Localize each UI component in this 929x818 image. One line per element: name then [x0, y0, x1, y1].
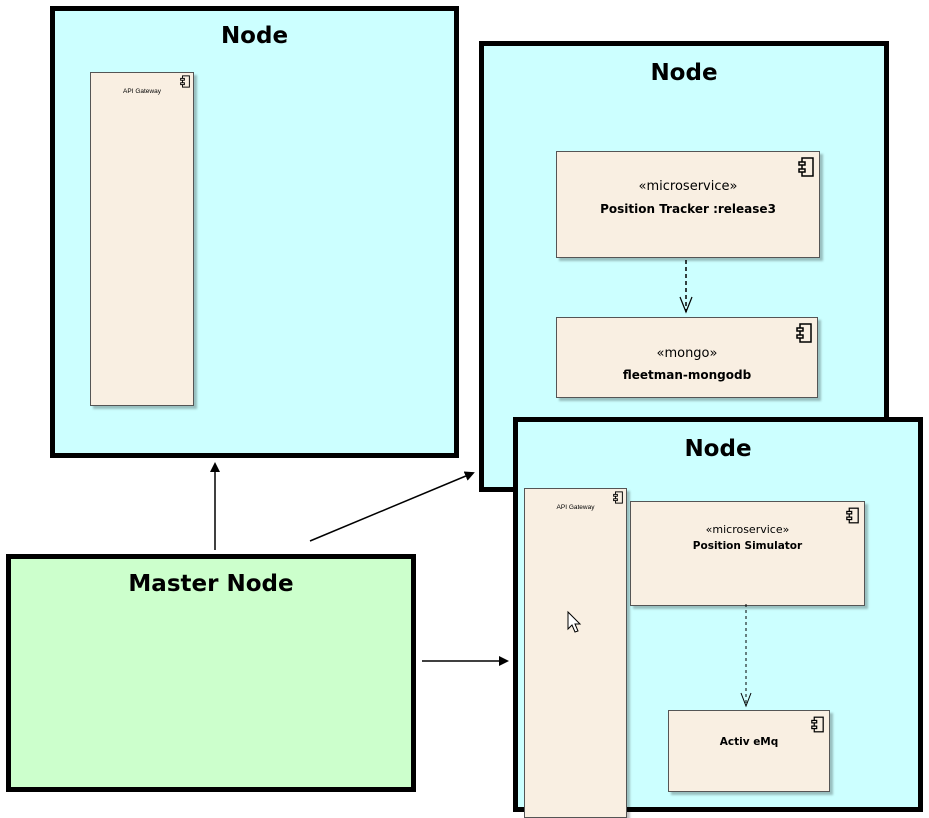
node-bottom-right[interactable]: Node API Gateway «microservice» Position…: [513, 417, 923, 818]
component-stereotype: «mongo»: [656, 346, 718, 361]
component-icon: [798, 157, 814, 177]
position-simulator-component[interactable]: «microservice» Position Simulator: [630, 501, 865, 606]
component-name: fleetman-mongodb: [622, 368, 752, 382]
mongodb-component[interactable]: «mongo» fleetman-mongodb: [556, 317, 818, 398]
component-name: Position Tracker :release3: [600, 202, 776, 216]
api-gateway-component[interactable]: API Gateway: [90, 72, 194, 406]
node-title: Master Node: [128, 571, 294, 597]
component-icon: [846, 507, 859, 524]
component-stereotype: «microservice»: [638, 179, 738, 194]
api-gateway-component[interactable]: API Gateway: [524, 488, 627, 818]
component-name: API Gateway: [556, 504, 595, 511]
component-icon: [796, 323, 812, 343]
component-stereotype: «microservice»: [705, 523, 790, 536]
component-icon: [180, 75, 190, 88]
node-title: Node: [220, 23, 289, 49]
component-name: Activ eMq: [719, 736, 779, 748]
master-to-top-right-arrow: [309, 471, 475, 542]
component-name: Position Simulator: [692, 540, 803, 552]
node-top-left[interactable]: Node API Gateway: [50, 6, 459, 458]
node-top-right[interactable]: Node «microservice» Position Tracker :re…: [479, 41, 889, 492]
activemq-component[interactable]: Activ eMq: [668, 710, 830, 792]
node-title: Node: [684, 436, 752, 462]
component-name: API Gateway: [123, 88, 161, 95]
master-node[interactable]: Master Node: [6, 554, 416, 792]
component-icon: [811, 716, 824, 733]
component-icon: [613, 491, 623, 504]
position-tracker-component[interactable]: «microservice» Position Tracker :release…: [556, 151, 820, 258]
node-title: Node: [650, 60, 718, 86]
